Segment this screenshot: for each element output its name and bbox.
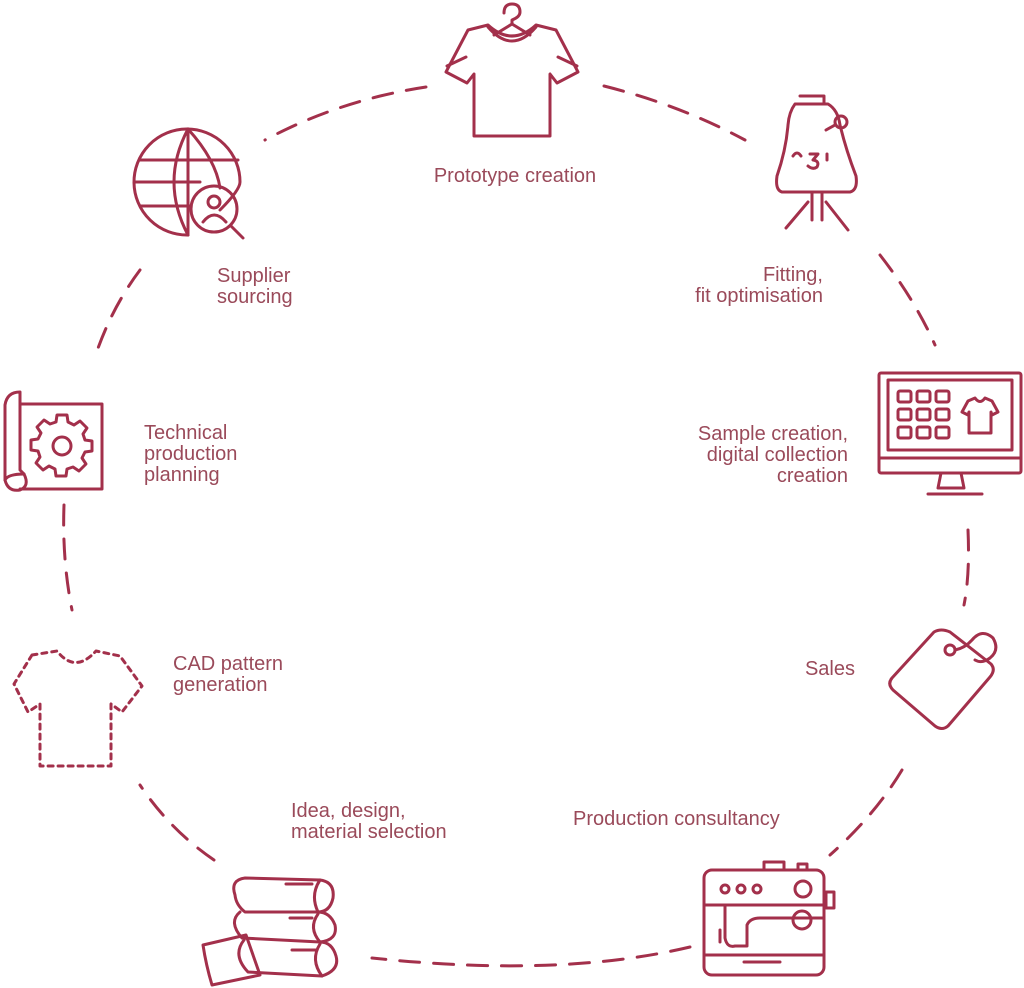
label-line: production [144,443,238,465]
label-line: sourcing [217,286,293,308]
step-label-cad-pattern: CAD pattern generation [173,654,283,696]
label-line: Prototype creation [433,165,597,187]
label-line: planning [144,464,220,486]
blueprint-gear-icon [3,390,104,492]
sewing-machine-icon [702,860,836,977]
monitor-catalog-icon [877,371,1023,496]
label-line: Idea, design, [291,800,406,822]
step-label-production-consultancy: Production consultancy [573,809,780,830]
step-label-technical-planning: Technical production planning [144,423,237,486]
label-line: Technical [144,422,228,444]
label-line: digital collection [706,444,848,466]
label-line: fit optimisation [695,285,823,307]
step-label-supplier-sourcing: Supplier sourcing [217,266,293,308]
cycle-arc [263,85,428,142]
label-line: material selection [291,821,447,843]
step-label-prototype-creation: Prototype creation [410,166,620,187]
cycle-arc [828,768,904,857]
label-line: Sales [804,658,855,680]
cycle-arc [370,945,692,968]
dashed-t-shirt-icon [12,649,144,768]
cycle-arc [62,503,74,612]
label-line: creation [776,465,848,487]
cycle-arc [92,268,142,362]
label-line: Production consultancy [573,808,780,830]
label-line: Supplier [217,265,291,287]
globe-search-icon [132,127,245,240]
price-tag-icon [888,628,998,730]
label-line: CAD pattern [173,653,284,675]
fabric-stack-icon [201,876,339,987]
cycle-arc [962,528,970,607]
step-label-sample-creation: Sample creation, digital collection crea… [640,424,848,487]
label-line: Sample creation, [697,423,848,445]
step-label-idea-design: Idea, design, material selection [291,801,447,843]
dress-form-icon [775,94,858,232]
label-line: generation [173,674,268,696]
label-line: Fitting, [762,264,823,286]
t-shirt-on-hanger-icon [444,2,580,138]
step-label-fitting: Fitting, fit optimisation [620,265,823,307]
cycle-arc [138,783,216,862]
cycle-arc [878,253,937,347]
step-label-sales: Sales [740,659,855,680]
cycle-arc [602,84,747,142]
